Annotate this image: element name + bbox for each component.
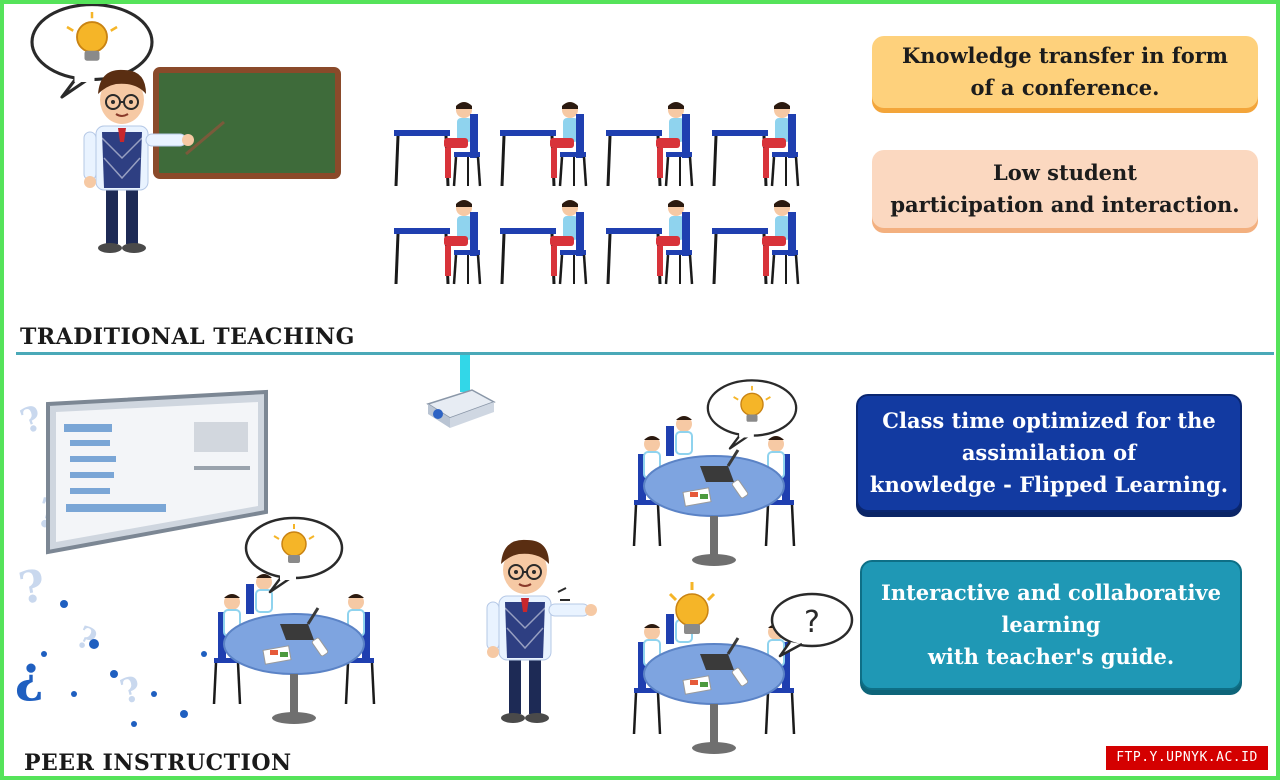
svg-text:?: ?: [15, 398, 47, 442]
projection-screen-icon: [46, 389, 268, 555]
svg-text:?: ?: [71, 620, 102, 659]
blue-dots: [41, 600, 207, 727]
chalkboard: [153, 67, 341, 179]
question-thought-bubble-icon: ?: [770, 592, 854, 658]
class-time-optimized-box: Class time optimized for the assimilatio…: [856, 394, 1242, 512]
traditional-teaching-heading: TRADITIONAL TEACHING: [20, 324, 355, 350]
guiding-teacher: [486, 538, 598, 724]
low-participation-box: Low student participation and interactio…: [872, 150, 1258, 228]
peer-group-bottom: ?: [632, 582, 854, 756]
svg-text:?: ?: [15, 560, 49, 615]
interactive-learning-box: Interactive and collaborative learning w…: [860, 560, 1242, 690]
projector-icon: [426, 354, 496, 428]
section-divider: [16, 352, 1274, 355]
bulb-idea-icon: [668, 582, 716, 634]
svg-text:?: ?: [116, 669, 146, 713]
student-desk-rows: [394, 102, 798, 284]
svg-text:?: ?: [804, 605, 820, 640]
watermark-badge: FTP.Y.UPNYK.AC.ID: [1106, 746, 1268, 770]
knowledge-transfer-box: Knowledge transfer in form of a conferen…: [872, 36, 1258, 108]
svg-text:?: ?: [15, 652, 44, 711]
peer-instruction-heading: PEER INSTRUCTION: [24, 750, 292, 776]
pointer-stick: [185, 120, 225, 156]
peer-group-left: [212, 516, 376, 726]
illustration-layer: ? ? ? ? ? ?: [15, 4, 854, 756]
peer-group-top: [632, 379, 798, 568]
question-mark-icon: ? ? ? ? ? ?: [15, 398, 146, 713]
